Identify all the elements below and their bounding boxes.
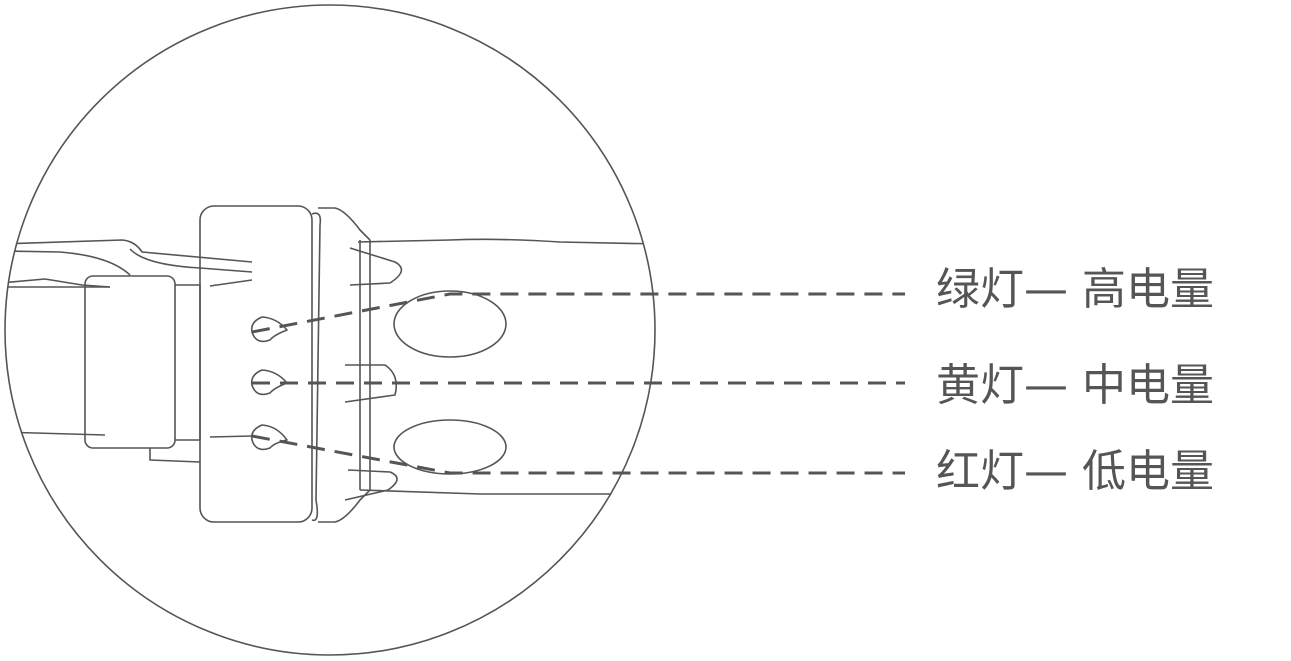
label-red-low: 红灯— 低电量 <box>936 446 1214 497</box>
leader-lines <box>251 292 905 475</box>
led-green-icon <box>250 316 288 343</box>
led-indicators <box>250 316 288 451</box>
leader-line-red <box>251 434 905 475</box>
led-red-icon <box>250 424 288 451</box>
leader-line-green <box>251 292 905 334</box>
handle-band <box>84 275 176 449</box>
label-yellow-medium: 黄灯— 中电量 <box>936 360 1214 411</box>
device-body <box>5 205 655 523</box>
label-green-high: 绿灯— 高电量 <box>936 264 1214 315</box>
indicator-collar <box>199 205 313 523</box>
led-yellow-icon <box>250 369 288 396</box>
magnifier-circle <box>4 4 656 656</box>
